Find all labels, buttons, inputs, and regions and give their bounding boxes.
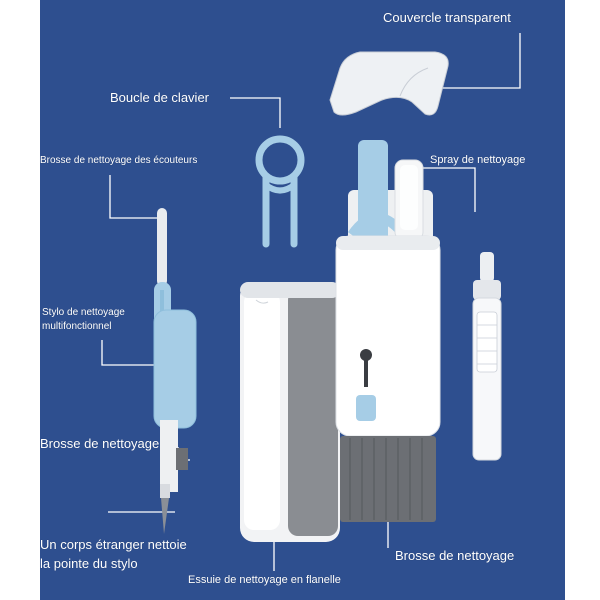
cleaning-pen-icon: [153, 208, 197, 534]
label-flannel: Essuie de nettoyage en flanelle: [188, 574, 341, 586]
leader-pen: [101, 340, 158, 366]
leader-earbud-brush: [109, 175, 158, 219]
transparent-cover-icon: [329, 51, 449, 116]
spray-bottle-icon: [472, 252, 502, 461]
label-pen-line2: multifonctionnel: [42, 321, 112, 332]
flannel-cylinder-icon: [240, 282, 340, 542]
label-pen-brush: Brosse de nettoyage: [40, 436, 160, 451]
leader-cover: [422, 33, 521, 89]
label-keyboard-puller: Boucle de clavier: [110, 90, 209, 105]
cleaning-kit-body-icon: [335, 140, 441, 522]
illustration: [40, 0, 565, 600]
background-panel: Couvercle transparent Boucle de clavier …: [40, 0, 565, 600]
label-spray: Spray de nettoyage: [430, 154, 526, 166]
leader-keyboard-puller: [230, 97, 281, 128]
label-pen-line1: Stylo de nettoyage: [42, 307, 125, 318]
label-tip-line2: la pointe du stylo: [40, 556, 138, 571]
keycap-puller-icon: [255, 135, 305, 248]
label-main-brush: Brosse de nettoyage: [395, 548, 515, 563]
leader-spray: [418, 167, 476, 212]
label-earbud-brush: Brosse de nettoyage des écouteurs: [40, 155, 198, 166]
label-tip-line1: Un corps étranger nettoie: [40, 537, 187, 552]
label-cover: Couvercle transparent: [383, 10, 511, 25]
